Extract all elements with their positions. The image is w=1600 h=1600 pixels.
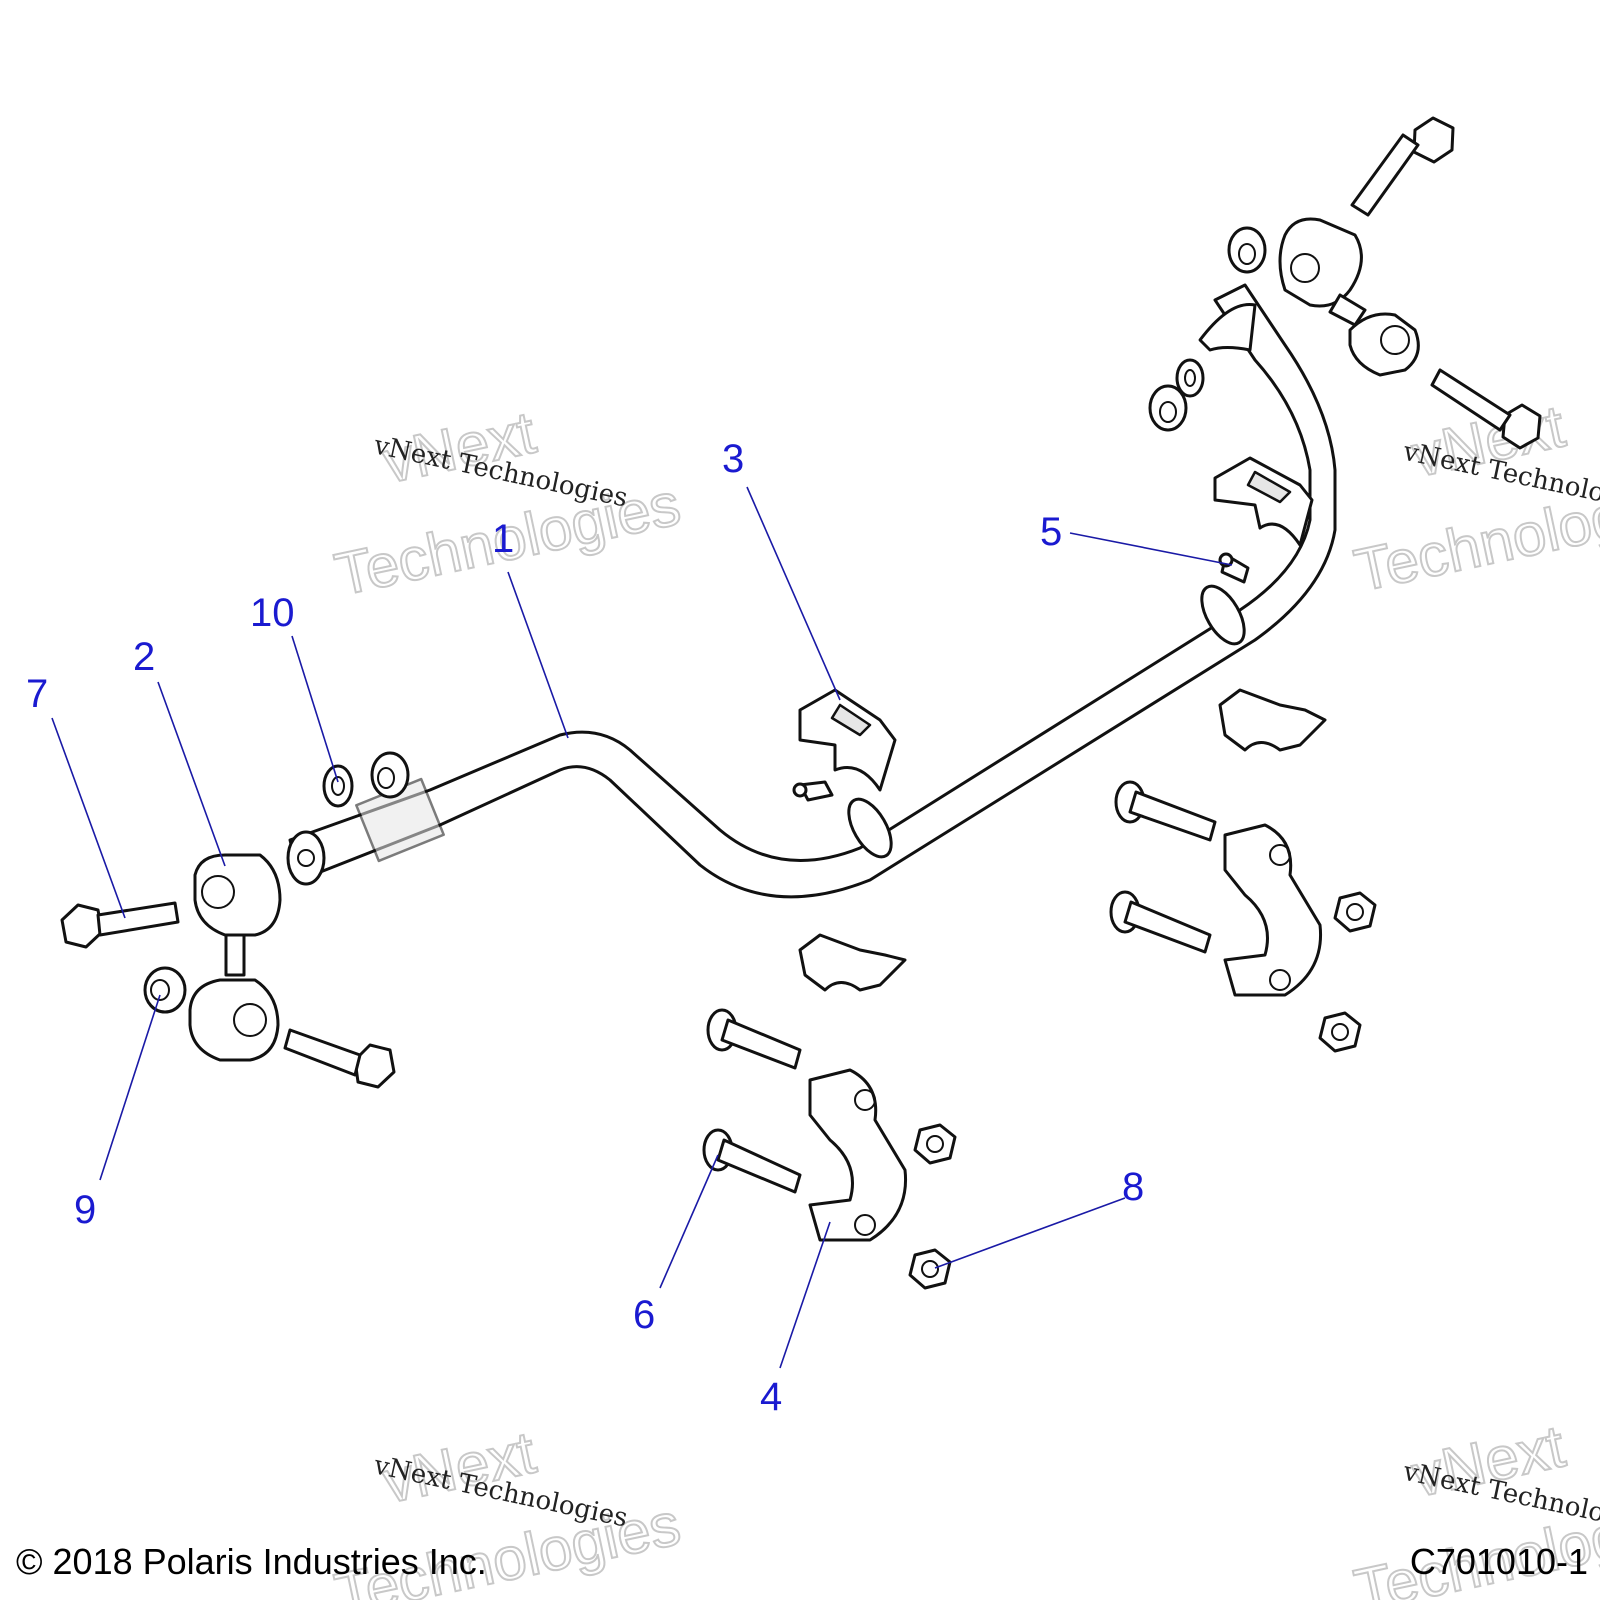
hex-bolt: [60, 901, 180, 949]
carriage-bolt: [1109, 890, 1212, 954]
flange-nut: [908, 1248, 952, 1290]
flange-nut: [1148, 384, 1188, 432]
leader-line-4: [779, 1221, 831, 1369]
washer: [1175, 358, 1205, 398]
grease-fitting: [792, 780, 834, 802]
callout-3[interactable]: 3: [722, 437, 744, 481]
callout-10[interactable]: 10: [250, 591, 295, 635]
hex-bolt: [1430, 368, 1542, 450]
hex-bolt: [283, 1028, 396, 1089]
bushing-lower-left: [798, 933, 907, 992]
leader-line-3: [746, 486, 841, 701]
hex-bolt: [1350, 116, 1455, 217]
carriage-bolt: [702, 1128, 802, 1194]
callout-1[interactable]: 1: [492, 517, 514, 561]
clamp-front: [808, 1068, 908, 1242]
washer: [322, 764, 354, 808]
carriage-bolt: [706, 1008, 802, 1070]
callout-5[interactable]: 5: [1040, 510, 1062, 554]
clamp-rear: [1223, 823, 1323, 997]
watermark-upper-left: vNext Technologies: [328, 398, 687, 610]
bushing-left: [798, 688, 897, 792]
leader-line-7: [51, 717, 126, 919]
callout-8[interactable]: 8: [1122, 1165, 1144, 1209]
callout-7[interactable]: 7: [26, 672, 48, 716]
flange-nut: [1333, 891, 1377, 933]
callout-2[interactable]: 2: [133, 635, 155, 679]
callouts: 1 2 3 4 5 6 7 8 9 10: [26, 437, 1144, 1419]
callout-9[interactable]: 9: [74, 1188, 96, 1232]
leader-line-6: [659, 1154, 719, 1289]
flange-nut: [1227, 226, 1267, 274]
leader-lines: [51, 486, 1233, 1369]
leader-line-10: [291, 635, 339, 783]
leader-line-9: [99, 994, 161, 1181]
flange-nut: [913, 1123, 957, 1165]
carriage-bolt: [1114, 780, 1217, 842]
drawing-id: C701010-1: [1410, 1541, 1588, 1582]
copyright-notice: © 2018 Polaris Industries Inc.: [16, 1541, 487, 1582]
callout-6[interactable]: 6: [633, 1293, 655, 1337]
grease-fitting: [1218, 552, 1250, 584]
leader-line-8: [934, 1197, 1126, 1269]
end-link-left: [188, 853, 282, 1062]
flange-nut: [1318, 1011, 1362, 1053]
flange-nut: [143, 966, 187, 1014]
stabilizer-bar: [286, 283, 1337, 899]
leader-line-1: [507, 571, 569, 739]
leader-line-2: [157, 681, 226, 867]
leader-line-5: [1069, 532, 1233, 566]
flange-nut: [370, 751, 410, 799]
callout-4[interactable]: 4: [760, 1375, 782, 1419]
end-link-right: [1278, 217, 1420, 377]
bushing-lower-right: [1218, 688, 1327, 752]
bushing-right: [1213, 456, 1314, 547]
